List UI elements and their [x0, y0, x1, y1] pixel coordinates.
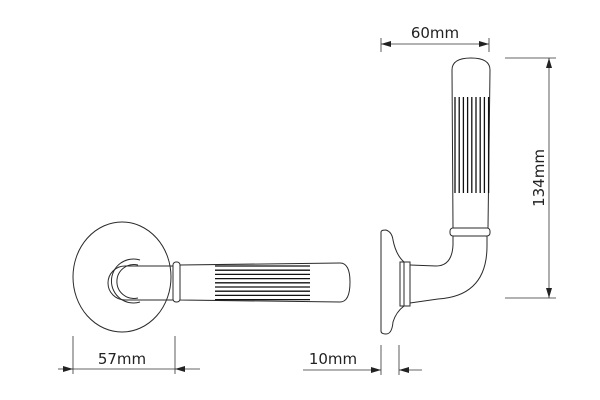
handle-arm-bend: [409, 236, 488, 304]
handle-collar-side: [449, 227, 491, 237]
rose-boss-inner: [116, 264, 139, 299]
side-view-handle: [380, 57, 491, 335]
thickness-label: 10mm: [309, 350, 357, 368]
front-view-handle: [72, 221, 351, 333]
projection-label: 60mm: [411, 24, 459, 42]
handle-grip-side: [451, 57, 491, 229]
handle-collar: [172, 261, 181, 303]
rose-boss-outer: [110, 258, 141, 304]
rose-boss-side: [399, 261, 411, 307]
height-label: 134mm: [530, 149, 548, 207]
grip-reeding-side: [454, 97, 490, 193]
dimension-57mm: 57mm: [58, 336, 200, 374]
width-label: 57mm: [98, 350, 146, 368]
dimension-134mm: 134mm: [505, 57, 556, 299]
dimension-60mm: 60mm: [380, 24, 490, 52]
grip-reeding: [215, 265, 310, 301]
dimension-10mm: 10mm: [303, 345, 422, 375]
handle-grip: [179, 262, 351, 303]
rose-plate: [72, 221, 172, 333]
rose-plate-side: [380, 229, 405, 335]
handle-neck: [107, 265, 173, 301]
